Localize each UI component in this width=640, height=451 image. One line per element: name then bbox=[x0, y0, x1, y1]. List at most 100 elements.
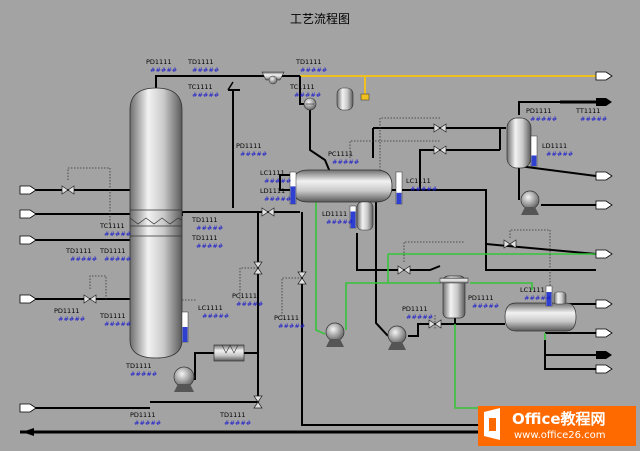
drum-left-level-fill bbox=[290, 186, 296, 204]
valve-low-icon bbox=[297, 271, 307, 285]
val-lc-col: ##### bbox=[202, 312, 229, 320]
val-lc-drum-r: ##### bbox=[410, 185, 437, 193]
control-valves[interactable] bbox=[61, 123, 517, 409]
tag-ld-drum: LD1111 bbox=[260, 187, 285, 195]
val-td-top1: ##### bbox=[192, 66, 219, 74]
val-ld-drum: ##### bbox=[264, 195, 291, 203]
pump-center-icon bbox=[387, 325, 407, 350]
right-separator bbox=[506, 117, 538, 169]
tag-lc-right: LC1111 bbox=[520, 286, 545, 294]
control-signal-lines bbox=[67, 117, 551, 330]
val-td-bottom2: ##### bbox=[224, 419, 251, 427]
pump-right-icon bbox=[520, 190, 540, 215]
tag-tt-right: TT1111 bbox=[575, 107, 600, 115]
right-drum bbox=[504, 285, 577, 332]
valve-bottom-icon bbox=[253, 395, 263, 409]
valve-top-right-1-icon bbox=[433, 123, 447, 133]
val-td-feed2: ##### bbox=[104, 255, 131, 263]
tag-tc-top2: TC1111 bbox=[289, 83, 315, 91]
tag-td-feed1: TD1111 bbox=[65, 247, 92, 255]
right-vessel-level-fill bbox=[531, 155, 537, 166]
val-pd-bottom: ##### bbox=[134, 419, 161, 427]
val-pd-feed: ##### bbox=[58, 315, 85, 323]
reboiler bbox=[213, 344, 245, 362]
distillation-column bbox=[129, 87, 189, 359]
office-logo-icon bbox=[484, 408, 500, 440]
val-tc-top: ##### bbox=[192, 91, 219, 99]
tag-tc-top: TC1111 bbox=[187, 83, 213, 91]
tag-td-top2: TD1111 bbox=[295, 58, 322, 66]
val-pd-right: ##### bbox=[530, 115, 557, 123]
boot-level-fill bbox=[350, 211, 356, 228]
page-title: 工艺流程图 bbox=[290, 11, 350, 26]
tag-lc-drum: LC1111 bbox=[260, 169, 285, 177]
tag-lc-col: LC1111 bbox=[198, 304, 223, 312]
val-pd-top: ##### bbox=[150, 66, 177, 74]
val-ld-right: ##### bbox=[546, 150, 573, 158]
watermark: Office教程网 www.office26.com bbox=[478, 406, 636, 446]
valve-reflux-icon bbox=[261, 207, 275, 217]
val-td-col2: ##### bbox=[196, 242, 223, 250]
column-level-fill bbox=[182, 327, 188, 342]
valve-top-right-2-icon bbox=[433, 145, 447, 155]
tag-td-feed2: TD1111 bbox=[99, 247, 126, 255]
tag-ld-boot: LD1111 bbox=[322, 210, 347, 218]
val-td-feed3: ##### bbox=[104, 320, 131, 328]
tag-pc-mid: PC1111 bbox=[232, 292, 257, 300]
tag-td-col2: TD1111 bbox=[191, 234, 218, 242]
tag-pd-right: PD1111 bbox=[526, 107, 551, 115]
valve-right-icon bbox=[503, 239, 517, 249]
val-ld-boot: ##### bbox=[326, 218, 353, 226]
tag-pc-low: PC1111 bbox=[274, 314, 299, 322]
val-td-bottom: ##### bbox=[130, 370, 157, 378]
tag-pd-feed: PD1111 bbox=[54, 307, 79, 315]
tag-pd-mid: PD1111 bbox=[236, 142, 261, 150]
watermark-brand: Office教程网 bbox=[512, 410, 606, 428]
tag-td-bottom: TD1111 bbox=[125, 362, 152, 370]
pumps bbox=[173, 190, 540, 392]
reflux-drum bbox=[289, 169, 403, 231]
tag-pc-drum: PC1111 bbox=[328, 150, 353, 158]
valve-center-icon bbox=[428, 319, 442, 329]
tag-td-top1: TD1111 bbox=[187, 58, 214, 66]
val-pc-mid: ##### bbox=[236, 300, 263, 308]
val-td-feed1: ##### bbox=[70, 255, 97, 263]
center-exchanger bbox=[439, 275, 469, 319]
val-pc-drum: ##### bbox=[332, 158, 359, 166]
val-tc-top2: ##### bbox=[294, 91, 321, 99]
watermark-url: www.office26.com bbox=[514, 430, 606, 441]
tag-pd-top: PD1111 bbox=[146, 58, 171, 66]
val-pd-hx: ##### bbox=[472, 302, 499, 310]
tag-td-col1: TD1111 bbox=[191, 216, 218, 224]
pump-bottom-icon bbox=[173, 366, 195, 392]
valve-feed-1-icon bbox=[61, 185, 75, 195]
tag-ld-right: LD1111 bbox=[542, 142, 567, 150]
tag-td-feed3: TD1111 bbox=[99, 312, 126, 320]
tag-lc-drum-r: LC1111 bbox=[406, 177, 431, 185]
valve-feed-2-icon bbox=[83, 294, 97, 304]
val-pd-center: ##### bbox=[406, 313, 433, 321]
tag-pd-hx: PD1111 bbox=[468, 294, 493, 302]
watermark-background bbox=[478, 406, 636, 446]
val-td-top2: ##### bbox=[300, 66, 327, 74]
flow-arrows bbox=[19, 71, 613, 413]
green-piping bbox=[315, 196, 596, 409]
val-td-col1: ##### bbox=[196, 224, 223, 232]
val-pc-low: ##### bbox=[278, 322, 305, 330]
tag-td-bottom2: TD1111 bbox=[219, 411, 246, 419]
top-equipment bbox=[261, 71, 370, 111]
tag-pd-bottom: PD1111 bbox=[130, 411, 155, 419]
valve-mid-icon bbox=[253, 261, 263, 275]
val-pd-mid: ##### bbox=[240, 150, 267, 158]
drum-right-level-fill bbox=[396, 192, 402, 204]
tag-tc-feed: TC1111 bbox=[99, 222, 125, 230]
val-lc-drum: ##### bbox=[264, 177, 291, 185]
val-tt-right: ##### bbox=[580, 115, 607, 123]
valve-green-icon bbox=[397, 265, 411, 275]
pump-left-icon bbox=[325, 322, 345, 347]
tag-pd-center: PD1111 bbox=[402, 305, 427, 313]
black-arrows bbox=[22, 98, 612, 436]
val-lc-right: ##### bbox=[524, 294, 551, 302]
